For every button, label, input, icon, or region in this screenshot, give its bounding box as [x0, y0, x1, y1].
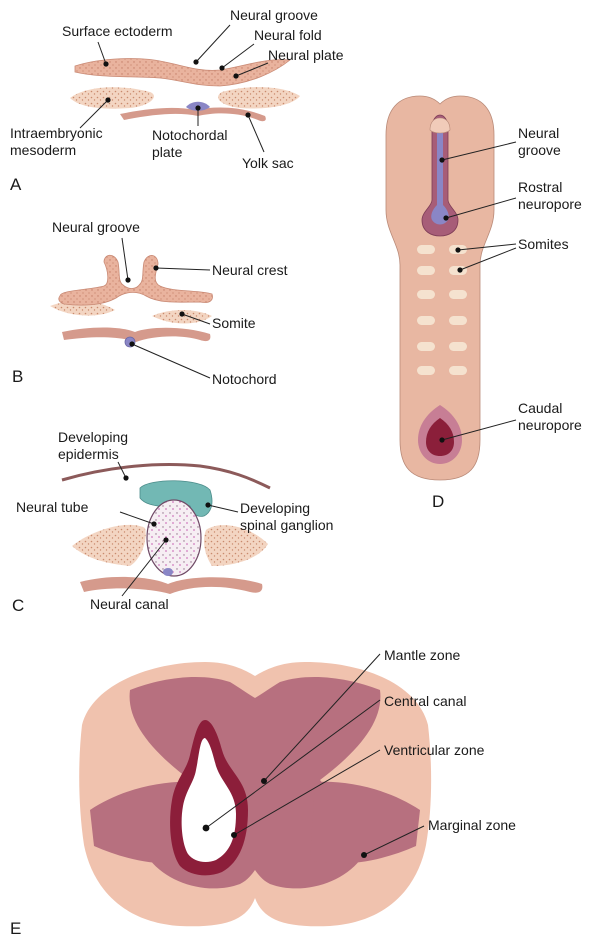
somite-block [417, 245, 435, 254]
label-ganglion-1: Developing [240, 500, 310, 516]
panel-a: Surface ectoderm Neural groove Neural fo… [10, 7, 344, 194]
somite-block [417, 290, 435, 299]
panel-b-leaders [122, 238, 210, 378]
head-fold-notch [430, 118, 450, 133]
label-notochordal-1: Notochordal [152, 127, 228, 143]
panel-letter-b: B [12, 367, 23, 386]
somite-block [417, 316, 435, 325]
label-neural-groove-a: Neural groove [230, 7, 318, 23]
label-central-canal: Central canal [384, 693, 467, 709]
label-neural-tube: Neural tube [16, 499, 89, 515]
label-neural-crest: Neural crest [212, 262, 288, 278]
panel-letter-c: C [12, 596, 24, 615]
label-mantle-zone: Mantle zone [384, 647, 460, 663]
label-surface-ectoderm: Surface ectoderm [62, 23, 173, 39]
neural-tube [147, 500, 201, 576]
label-yolk-sac: Yolk sac [242, 155, 294, 171]
panel-c: Developing epidermis Neural tube Develop… [12, 429, 333, 615]
label-intraembryonic-1: Intraembryonic [10, 125, 103, 141]
somite-block [417, 266, 435, 275]
notochord-c [163, 568, 173, 576]
label-ganglion-2: spinal ganglion [240, 517, 333, 533]
neural-folds [59, 255, 213, 305]
label-caudal-1: Caudal [518, 400, 562, 416]
somite-block [417, 342, 435, 351]
label-neural-plate: Neural plate [268, 47, 344, 63]
label-somites: Somites [518, 236, 569, 252]
panel-c-illustration [62, 465, 270, 594]
somite-left-c [72, 525, 146, 566]
label-marginal-zone: Marginal zone [428, 817, 516, 833]
label-somite: Somite [212, 315, 256, 331]
panel-letter-a: A [10, 175, 22, 194]
label-ventricular-zone: Ventricular zone [384, 742, 485, 758]
label-rostral-1: Rostral [518, 179, 562, 195]
label-notochordal-2: plate [152, 144, 183, 160]
label-epidermis-2: epidermis [58, 446, 119, 462]
label-caudal-2: neuropore [518, 417, 582, 433]
label-neural-2: groove [518, 142, 561, 158]
intraembryonic-mesoderm-left [70, 87, 154, 108]
label-neural-groove-b: Neural groove [52, 219, 140, 235]
panel-e: Mantle zone Central canal Ventricular zo… [10, 647, 516, 938]
somite-block [449, 316, 467, 325]
label-epidermis-1: Developing [58, 429, 128, 445]
panel-letter-e: E [10, 919, 21, 938]
yolk-sac-b [62, 328, 210, 343]
somite-block [449, 342, 467, 351]
intraembryonic-mesoderm-right [218, 87, 300, 108]
label-rostral-2: neuropore [518, 196, 582, 212]
label-notochord: Notochord [212, 371, 277, 387]
label-neural-canal: Neural canal [90, 596, 169, 612]
panel-d: Neural groove Rostral neuropore Somites … [386, 96, 582, 511]
panel-a-illustration [70, 59, 300, 122]
yolk-sac-c [80, 577, 262, 594]
somite-block [449, 366, 467, 375]
panel-letter-d: D [432, 492, 444, 511]
label-intraembryonic-2: mesoderm [10, 142, 76, 158]
somite-block [449, 290, 467, 299]
panel-b: Neural groove Neural crest Somite Notoch… [12, 219, 288, 387]
somite-block [417, 366, 435, 375]
panel-d-illustration [386, 96, 494, 480]
label-neural-1: Neural [518, 125, 559, 141]
label-neural-fold: Neural fold [254, 27, 322, 43]
